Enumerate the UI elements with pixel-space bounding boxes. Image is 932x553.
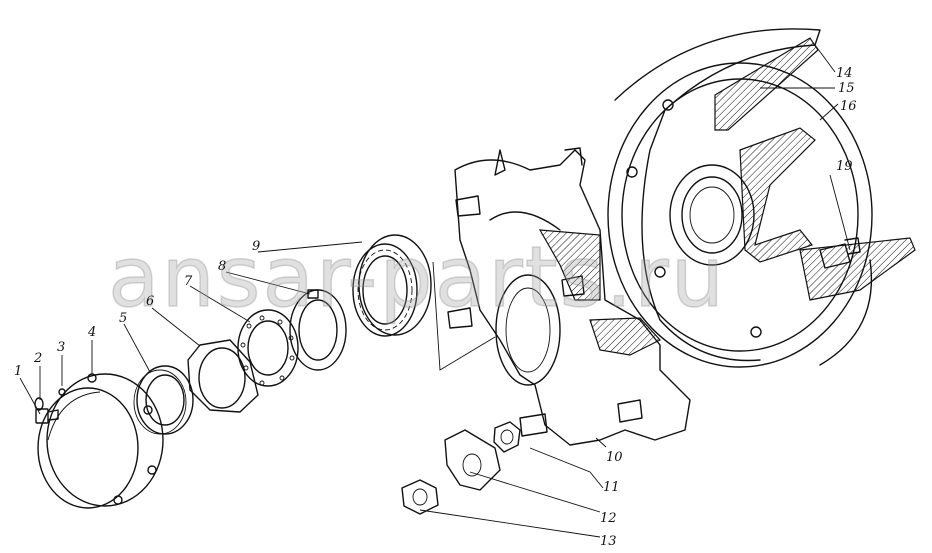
part-wheel-hub bbox=[447, 147, 691, 446]
callout-12: 12 bbox=[600, 511, 617, 526]
callout-15: 15 bbox=[838, 81, 855, 96]
callout-3: 3 bbox=[57, 340, 66, 355]
part-hub-cap bbox=[37, 373, 164, 509]
part-perforated-ring bbox=[237, 309, 299, 387]
leader-lines bbox=[19, 44, 851, 538]
callout-6: 6 bbox=[146, 294, 155, 309]
callout-8: 8 bbox=[218, 259, 227, 274]
callout-11: 11 bbox=[603, 480, 620, 495]
callout-13: 13 bbox=[600, 534, 617, 549]
callout-19: 19 bbox=[836, 159, 853, 174]
callout-9: 9 bbox=[252, 239, 261, 254]
part-small-nut bbox=[493, 421, 521, 453]
callout-5: 5 bbox=[119, 311, 128, 326]
part-outer-bearing bbox=[352, 234, 432, 337]
callout-7: 7 bbox=[184, 274, 193, 289]
part-brake-drum bbox=[607, 28, 916, 368]
callout-16: 16 bbox=[840, 99, 857, 114]
part-washer bbox=[34, 397, 44, 411]
part-wheel-nut bbox=[401, 479, 439, 515]
callout-10: 10 bbox=[606, 450, 623, 465]
part-lock-washer bbox=[187, 339, 259, 413]
callout-2: 2 bbox=[34, 351, 43, 366]
callout-4: 4 bbox=[88, 325, 97, 340]
part-inner-bearing bbox=[669, 127, 816, 266]
part-thrust-washer bbox=[289, 289, 347, 371]
watermark: ansar-parts.ru bbox=[107, 227, 726, 327]
callout-14: 14 bbox=[836, 66, 853, 81]
part-bolt bbox=[35, 408, 59, 424]
part-lock-nut bbox=[133, 365, 194, 435]
part-drum-stud bbox=[819, 237, 861, 269]
callout-1: 1 bbox=[14, 364, 23, 379]
part-clamp bbox=[444, 429, 501, 491]
